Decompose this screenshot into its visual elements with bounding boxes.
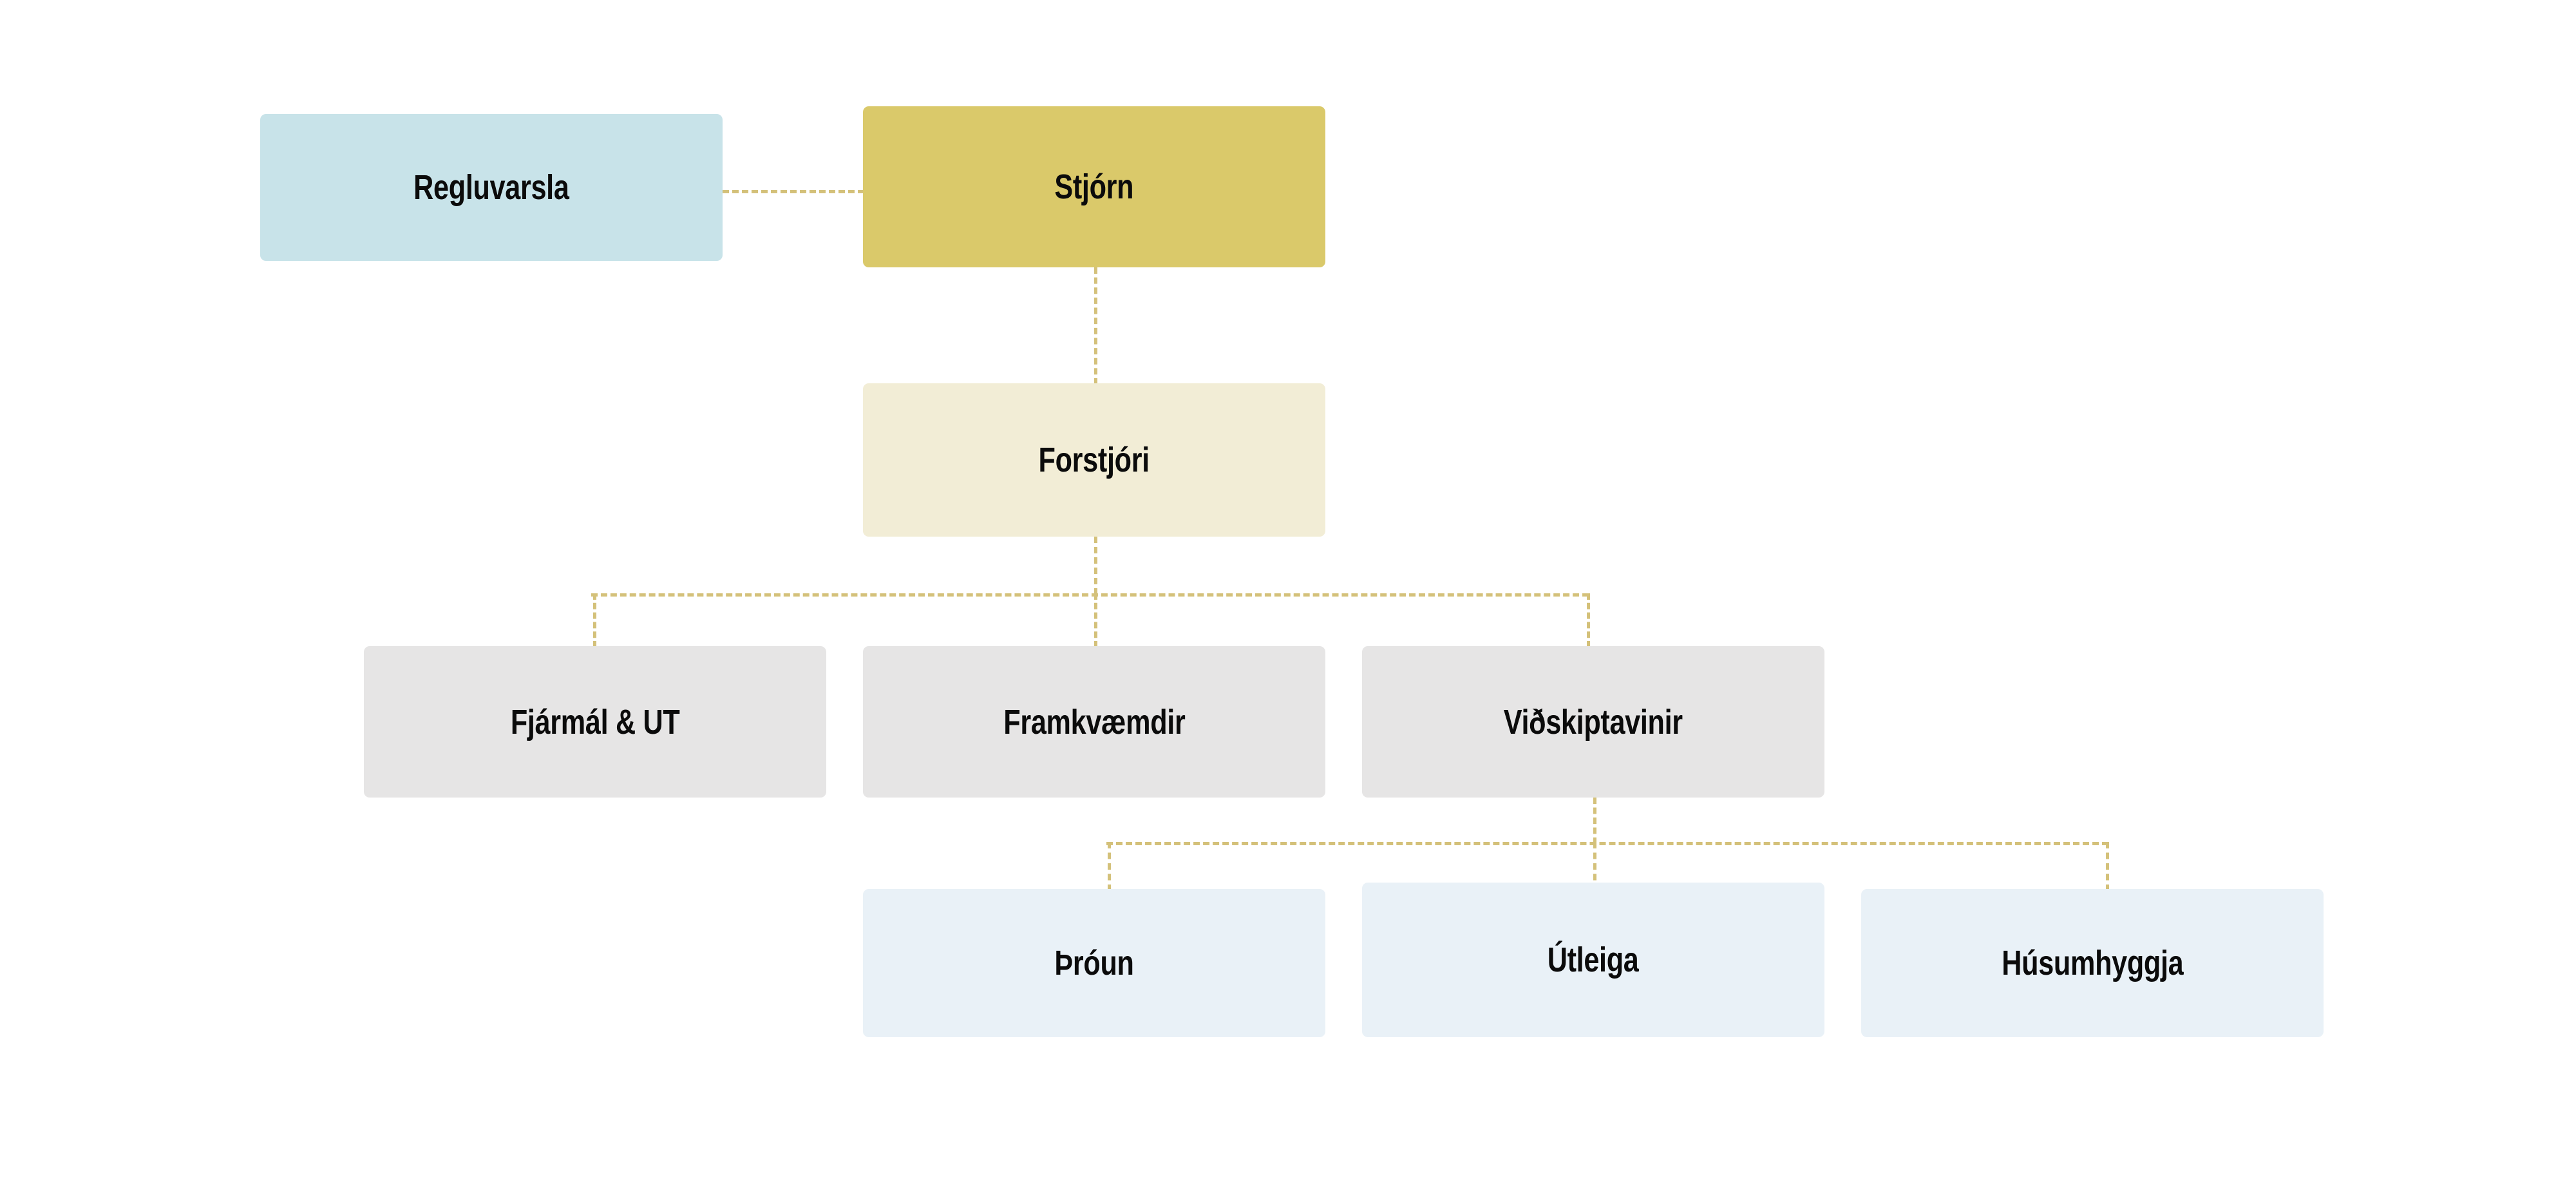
node-framkvaemdir[interactable]: Framkvæmdir (863, 646, 1325, 798)
node-utleiga[interactable]: Útleiga (1362, 883, 1824, 1037)
connector-drop-utleiga (1593, 842, 1596, 891)
connector-stjorn-forstjori (1094, 267, 1097, 385)
connector-regluvarsla-stjorn (723, 190, 864, 193)
node-label-vidskiptavinir: Viðskiptavinir (1503, 702, 1683, 741)
node-label-throun: Þróun (1054, 944, 1134, 982)
connector-vidskiptavinir-stem (1593, 798, 1596, 844)
connector-drop-framkvaemdir (1094, 593, 1097, 647)
node-label-framkvaemdir: Framkvæmdir (1003, 702, 1186, 741)
node-stjorn[interactable]: Stjórn (863, 106, 1325, 267)
node-fjarmal-ut[interactable]: Fjármál & UT (364, 646, 826, 798)
node-label-utleiga: Útleiga (1548, 941, 1639, 979)
connector-drop-fjarmal-ut (593, 593, 596, 647)
node-forstjori[interactable]: Forstjóri (863, 383, 1325, 537)
connector-drop-throun (1108, 842, 1111, 891)
node-regluvarsla[interactable]: Regluvarsla (260, 114, 723, 261)
node-label-husumhyggja: Húsumhyggja (2001, 944, 2184, 982)
connector-forstjori-stem (1094, 537, 1097, 595)
node-label-regluvarsla: Regluvarsla (413, 168, 569, 207)
connector-drop-husumhyggja (2106, 842, 2109, 891)
node-husumhyggja[interactable]: Húsumhyggja (1861, 889, 2324, 1037)
connector-row3-bus (591, 593, 1589, 597)
connector-row4-bus (1106, 842, 2108, 845)
node-label-forstjori: Forstjóri (1038, 441, 1150, 479)
node-label-fjarmal-ut: Fjármál & UT (510, 702, 680, 741)
node-throun[interactable]: Þróun (863, 889, 1325, 1037)
node-label-stjorn: Stjórn (1054, 167, 1134, 206)
node-vidskiptavinir[interactable]: Viðskiptavinir (1362, 646, 1824, 798)
connector-drop-vidskiptavinir (1587, 593, 1590, 647)
